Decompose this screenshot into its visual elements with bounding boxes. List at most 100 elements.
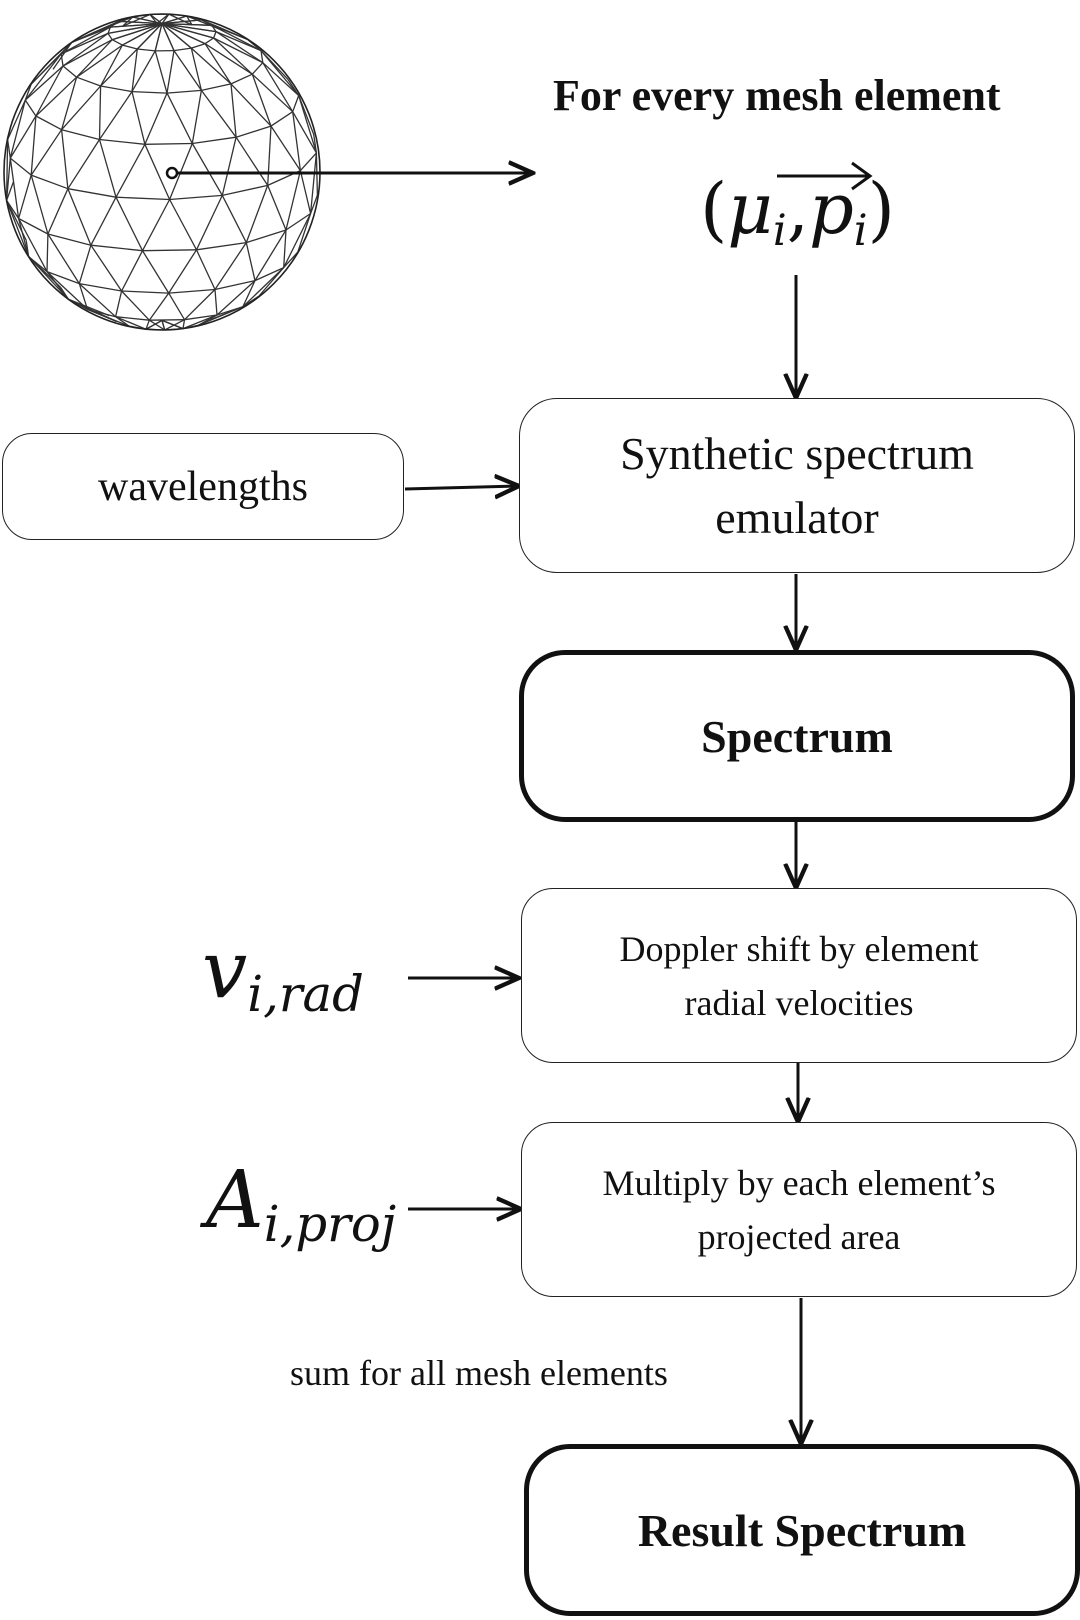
mesh-edge <box>30 115 37 176</box>
mesh-edge <box>60 26 111 55</box>
mesh-edge <box>283 251 299 269</box>
mesh-edge <box>62 65 78 78</box>
mesh-edge <box>149 319 185 321</box>
mesh-edge <box>173 50 202 91</box>
mesh-edge <box>115 196 170 201</box>
mesh-edge <box>24 99 37 117</box>
mu-subscript: i <box>772 206 787 257</box>
p-subscript: i <box>853 206 868 257</box>
mesh-edge <box>169 194 223 201</box>
mesh-edge <box>9 157 32 176</box>
mesh-edge <box>98 139 117 198</box>
mesh-edge <box>141 199 171 252</box>
mesh-edge <box>121 290 169 294</box>
mesh-edge <box>222 184 268 197</box>
mesh-edge <box>110 22 163 28</box>
mesh-edge <box>30 174 69 190</box>
emulator-box: Synthetic spectrum emulator <box>519 398 1075 573</box>
mesh-edge <box>285 170 302 231</box>
mesh-element-point <box>165 166 179 180</box>
mesh-edge <box>195 195 223 251</box>
mesh-edge <box>161 319 184 330</box>
mesh-edge <box>168 292 186 321</box>
sum-label: sum for all mesh elements <box>290 1353 668 1393</box>
mesh-edge <box>76 44 123 78</box>
mesh-edge <box>201 83 232 92</box>
mesh-edge <box>251 73 272 127</box>
mesh-edge <box>169 199 198 251</box>
doppler-label-line2: radial velocities <box>684 982 914 1023</box>
mesh-edge <box>184 289 216 321</box>
mesh-edge <box>204 37 214 45</box>
mesh-edge <box>235 136 269 186</box>
mesh-edge <box>5 200 30 257</box>
mesh-edge <box>204 43 253 75</box>
a-symbol: A <box>206 1153 264 1246</box>
mesh-edge <box>214 279 256 291</box>
mesh-edge <box>190 47 203 91</box>
diagram-title: For every mesh element <box>553 71 1001 120</box>
mesh-edge <box>161 19 202 25</box>
mesh-edge <box>60 32 109 55</box>
mesh-edge <box>115 196 144 251</box>
mesh-edge <box>161 22 212 26</box>
mesh-edge <box>191 143 223 196</box>
mesh-edge <box>107 26 112 34</box>
mesh-edge <box>9 115 37 159</box>
mesh-edge <box>245 242 256 281</box>
mesh-edge <box>122 13 151 27</box>
result-spectrum-box: Result Spectrum <box>524 1444 1080 1616</box>
mesh-edge <box>76 76 101 87</box>
mesh-edge <box>87 308 116 318</box>
emulator-label-line2: emulator <box>715 491 879 543</box>
mesh-edge <box>17 218 30 257</box>
mesh-edge <box>47 233 92 246</box>
mesh-edge <box>161 13 170 24</box>
p-symbol: p <box>808 168 854 250</box>
mesh-edge <box>35 76 78 117</box>
mesh-edge <box>251 62 264 75</box>
mesh-edge <box>78 245 92 284</box>
mesh-edge <box>166 50 175 94</box>
mesh-edge <box>161 23 206 45</box>
mesh-edge <box>184 314 218 321</box>
mesh-edge <box>78 283 89 310</box>
mesh-edge <box>6 139 11 159</box>
mesh-edge <box>17 174 32 219</box>
mesh-edge <box>24 53 62 101</box>
multiply-label-line1: Multiply by each element’s <box>602 1162 996 1203</box>
mesh-edge <box>5 181 15 201</box>
mesh-edge <box>115 143 146 198</box>
mesh-edge <box>216 280 256 316</box>
vector-arrow-over-p <box>777 161 873 191</box>
mesh-edge <box>251 73 294 113</box>
mesh-edge <box>131 48 138 92</box>
mesh-edge <box>168 13 193 26</box>
multiply-box: Multiply by each element’s projected are… <box>521 1122 1077 1297</box>
mesh-edge <box>292 111 317 154</box>
mesh-sphere-icon <box>3 13 321 331</box>
mesh-edge <box>79 282 122 292</box>
mesh-edge <box>166 89 202 94</box>
mesh-edge <box>100 44 123 87</box>
mesh-edge <box>137 48 156 52</box>
mesh-edge <box>283 213 312 268</box>
mesh-edge <box>28 256 48 273</box>
mesh-edge <box>76 39 113 78</box>
mesh-edge <box>131 50 156 92</box>
mesh-edge <box>214 289 218 316</box>
wavelengths-label: wavelengths <box>98 463 308 510</box>
mesh-edge <box>161 320 166 331</box>
mesh-edge <box>216 306 244 316</box>
mesh-edge <box>24 83 32 101</box>
mesh-edge <box>6 200 20 219</box>
mesh-edge <box>9 99 26 159</box>
v-subscript: i,rad <box>247 964 364 1023</box>
mesh-edge <box>212 31 217 39</box>
mesh-edge <box>67 188 92 246</box>
mesh-edge <box>30 174 49 235</box>
mesh-edge <box>215 31 262 52</box>
mesh-edge <box>115 316 150 321</box>
mesh-edge <box>114 290 123 317</box>
mesh-edge <box>5 139 9 201</box>
